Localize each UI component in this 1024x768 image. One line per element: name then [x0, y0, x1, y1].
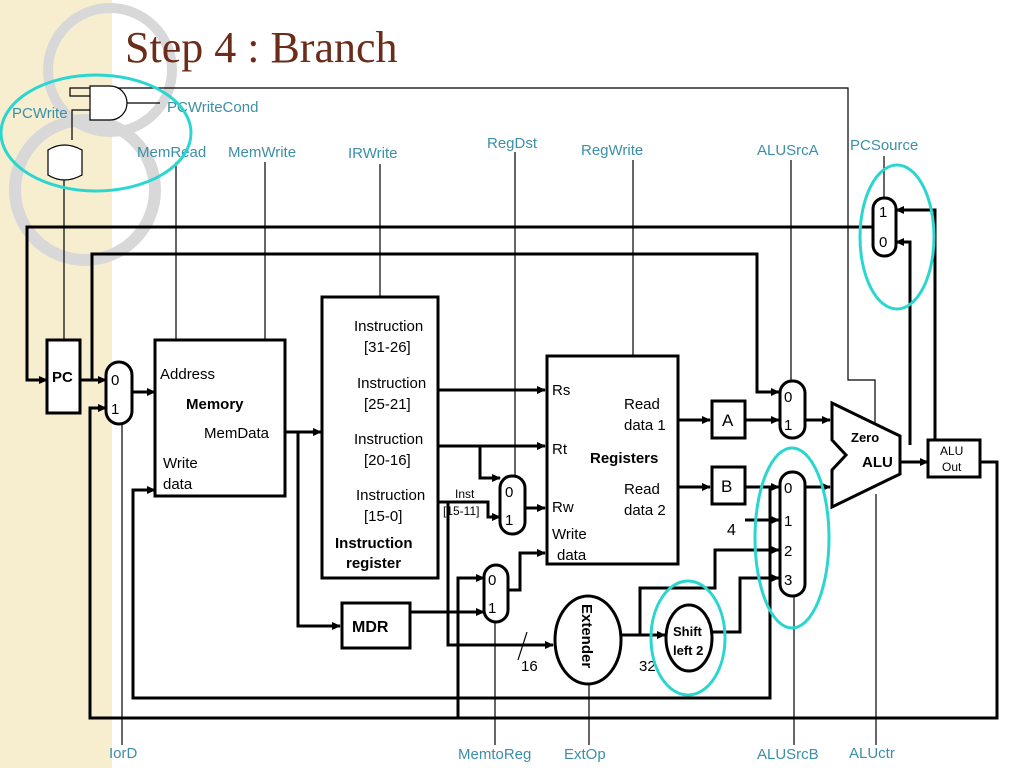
reg-read2-a: Read — [624, 481, 660, 498]
pc-label: PC — [52, 369, 73, 386]
label-irwrite: IRWrite — [348, 145, 397, 162]
label-regdst: RegDst — [487, 135, 538, 152]
shift-label-a: Shift — [673, 624, 703, 639]
inst-label: Inst — [455, 487, 475, 501]
ir-field2-b: [25-21] — [364, 396, 411, 413]
memory-memdata-label: MemData — [204, 425, 270, 442]
b-label: B — [721, 477, 732, 496]
memtoreg-mux-1: 1 — [488, 600, 496, 617]
label-pcwritecond: PCWriteCond — [167, 99, 258, 116]
memory-data-label: data — [163, 476, 193, 493]
pcsource-mux-1: 1 — [879, 204, 887, 221]
highlight-pcwrite — [0, 73, 193, 193]
aluout-register — [926, 438, 982, 479]
ir-field3-b: [20-16] — [364, 452, 411, 469]
iord-mux-0: 0 — [111, 372, 119, 389]
memtoreg-mux — [482, 563, 510, 624]
regdst-mux-0: 0 — [505, 484, 513, 501]
width-32: 32 — [639, 658, 656, 675]
iord-mux-1: 1 — [111, 401, 119, 418]
registers-name: Registers — [590, 450, 658, 467]
aluout-label-b: Out — [942, 460, 962, 474]
mdr-register — [340, 601, 412, 650]
alusrcb-mux-2: 2 — [784, 543, 792, 560]
reg-read1-a: Read — [624, 396, 660, 413]
regdst-mux — [498, 474, 527, 536]
label-alusrcb: ALUSrcB — [757, 746, 819, 763]
width-16: 16 — [521, 658, 538, 675]
memory-block — [153, 338, 287, 498]
register-file — [545, 354, 680, 566]
and-gate — [89, 85, 128, 121]
label-extop: ExtOp — [564, 746, 606, 763]
instruction-register — [320, 295, 440, 580]
constant-four: 4 — [727, 522, 736, 539]
pc-register — [45, 338, 82, 415]
reg-rw-label: Rw — [552, 499, 574, 516]
extender-label: Extender — [578, 604, 595, 668]
a-label: A — [722, 411, 734, 430]
alu — [830, 400, 902, 510]
decorative-rings — [9, 3, 177, 266]
label-alusrca: ALUSrcA — [757, 142, 819, 159]
reg-data-label: data — [557, 547, 587, 564]
a-register — [710, 399, 747, 440]
label-iord: IorD — [109, 745, 138, 762]
alusrca-mux-0: 0 — [784, 389, 792, 406]
alusrcb-mux — [778, 470, 807, 598]
ir-field4-a: Instruction — [356, 487, 425, 504]
ir-field2-a: Instruction — [357, 375, 426, 392]
reg-write-label: Write — [552, 526, 587, 543]
alusrca-mux-1: 1 — [784, 417, 792, 434]
highlight-alusrcb — [753, 446, 831, 630]
label-aluctr: ALUctr — [849, 745, 895, 762]
or-gate — [47, 144, 83, 181]
label-regwrite: RegWrite — [581, 142, 643, 159]
ir-name-1: Instruction — [335, 535, 413, 552]
shift-label-b: left 2 — [673, 643, 703, 658]
regdst-mux-1: 1 — [505, 512, 513, 529]
highlight-shift — [649, 579, 727, 697]
memory-write-label: Write — [163, 455, 198, 472]
label-pcsource: PCSource — [850, 137, 918, 154]
aluout-label-a: ALU — [940, 444, 963, 458]
alu-name: ALU — [862, 454, 893, 471]
reg-read2-b: data 2 — [624, 502, 666, 519]
slide-title: Step 4 : Branch — [125, 23, 398, 72]
label-memtoreg: MemtoReg — [458, 746, 531, 763]
label-pcwrite: PCWrite — [12, 105, 68, 122]
alusrca-mux — [778, 379, 807, 440]
pcsource-mux-0: 0 — [879, 234, 887, 251]
memory-name: Memory — [186, 396, 244, 413]
ir-field3-a: Instruction — [354, 431, 423, 448]
alusrcb-mux-1: 1 — [784, 513, 792, 530]
inst-bits-label: [15-11] — [443, 504, 479, 518]
ir-field1-b: [31-26] — [364, 339, 411, 356]
alusrcb-mux-0: 0 — [784, 480, 792, 497]
control-lines — [63, 87, 885, 745]
alu-zero-label: Zero — [851, 430, 879, 445]
label-memread: MemRead — [137, 144, 206, 161]
reg-rs-label: Rs — [552, 382, 570, 399]
ir-field4-b: [15-0] — [364, 508, 402, 525]
iord-mux — [104, 360, 134, 426]
reg-rt-label: Rt — [552, 441, 568, 458]
highlight-pcsource — [858, 163, 936, 311]
pcsource-mux — [871, 196, 898, 258]
reg-read1-b: data 1 — [624, 417, 666, 434]
label-memwrite: MemWrite — [228, 144, 296, 161]
sign-extender — [553, 594, 623, 686]
ir-name-2: register — [346, 555, 401, 572]
shift-left-2 — [664, 603, 714, 673]
memtoreg-mux-0: 0 — [488, 572, 496, 589]
ir-field1-a: Instruction — [354, 318, 423, 335]
b-register — [710, 465, 747, 506]
alusrcb-mux-3: 3 — [784, 572, 792, 589]
memory-address-label: Address — [160, 366, 215, 383]
mdr-label: MDR — [352, 619, 389, 636]
